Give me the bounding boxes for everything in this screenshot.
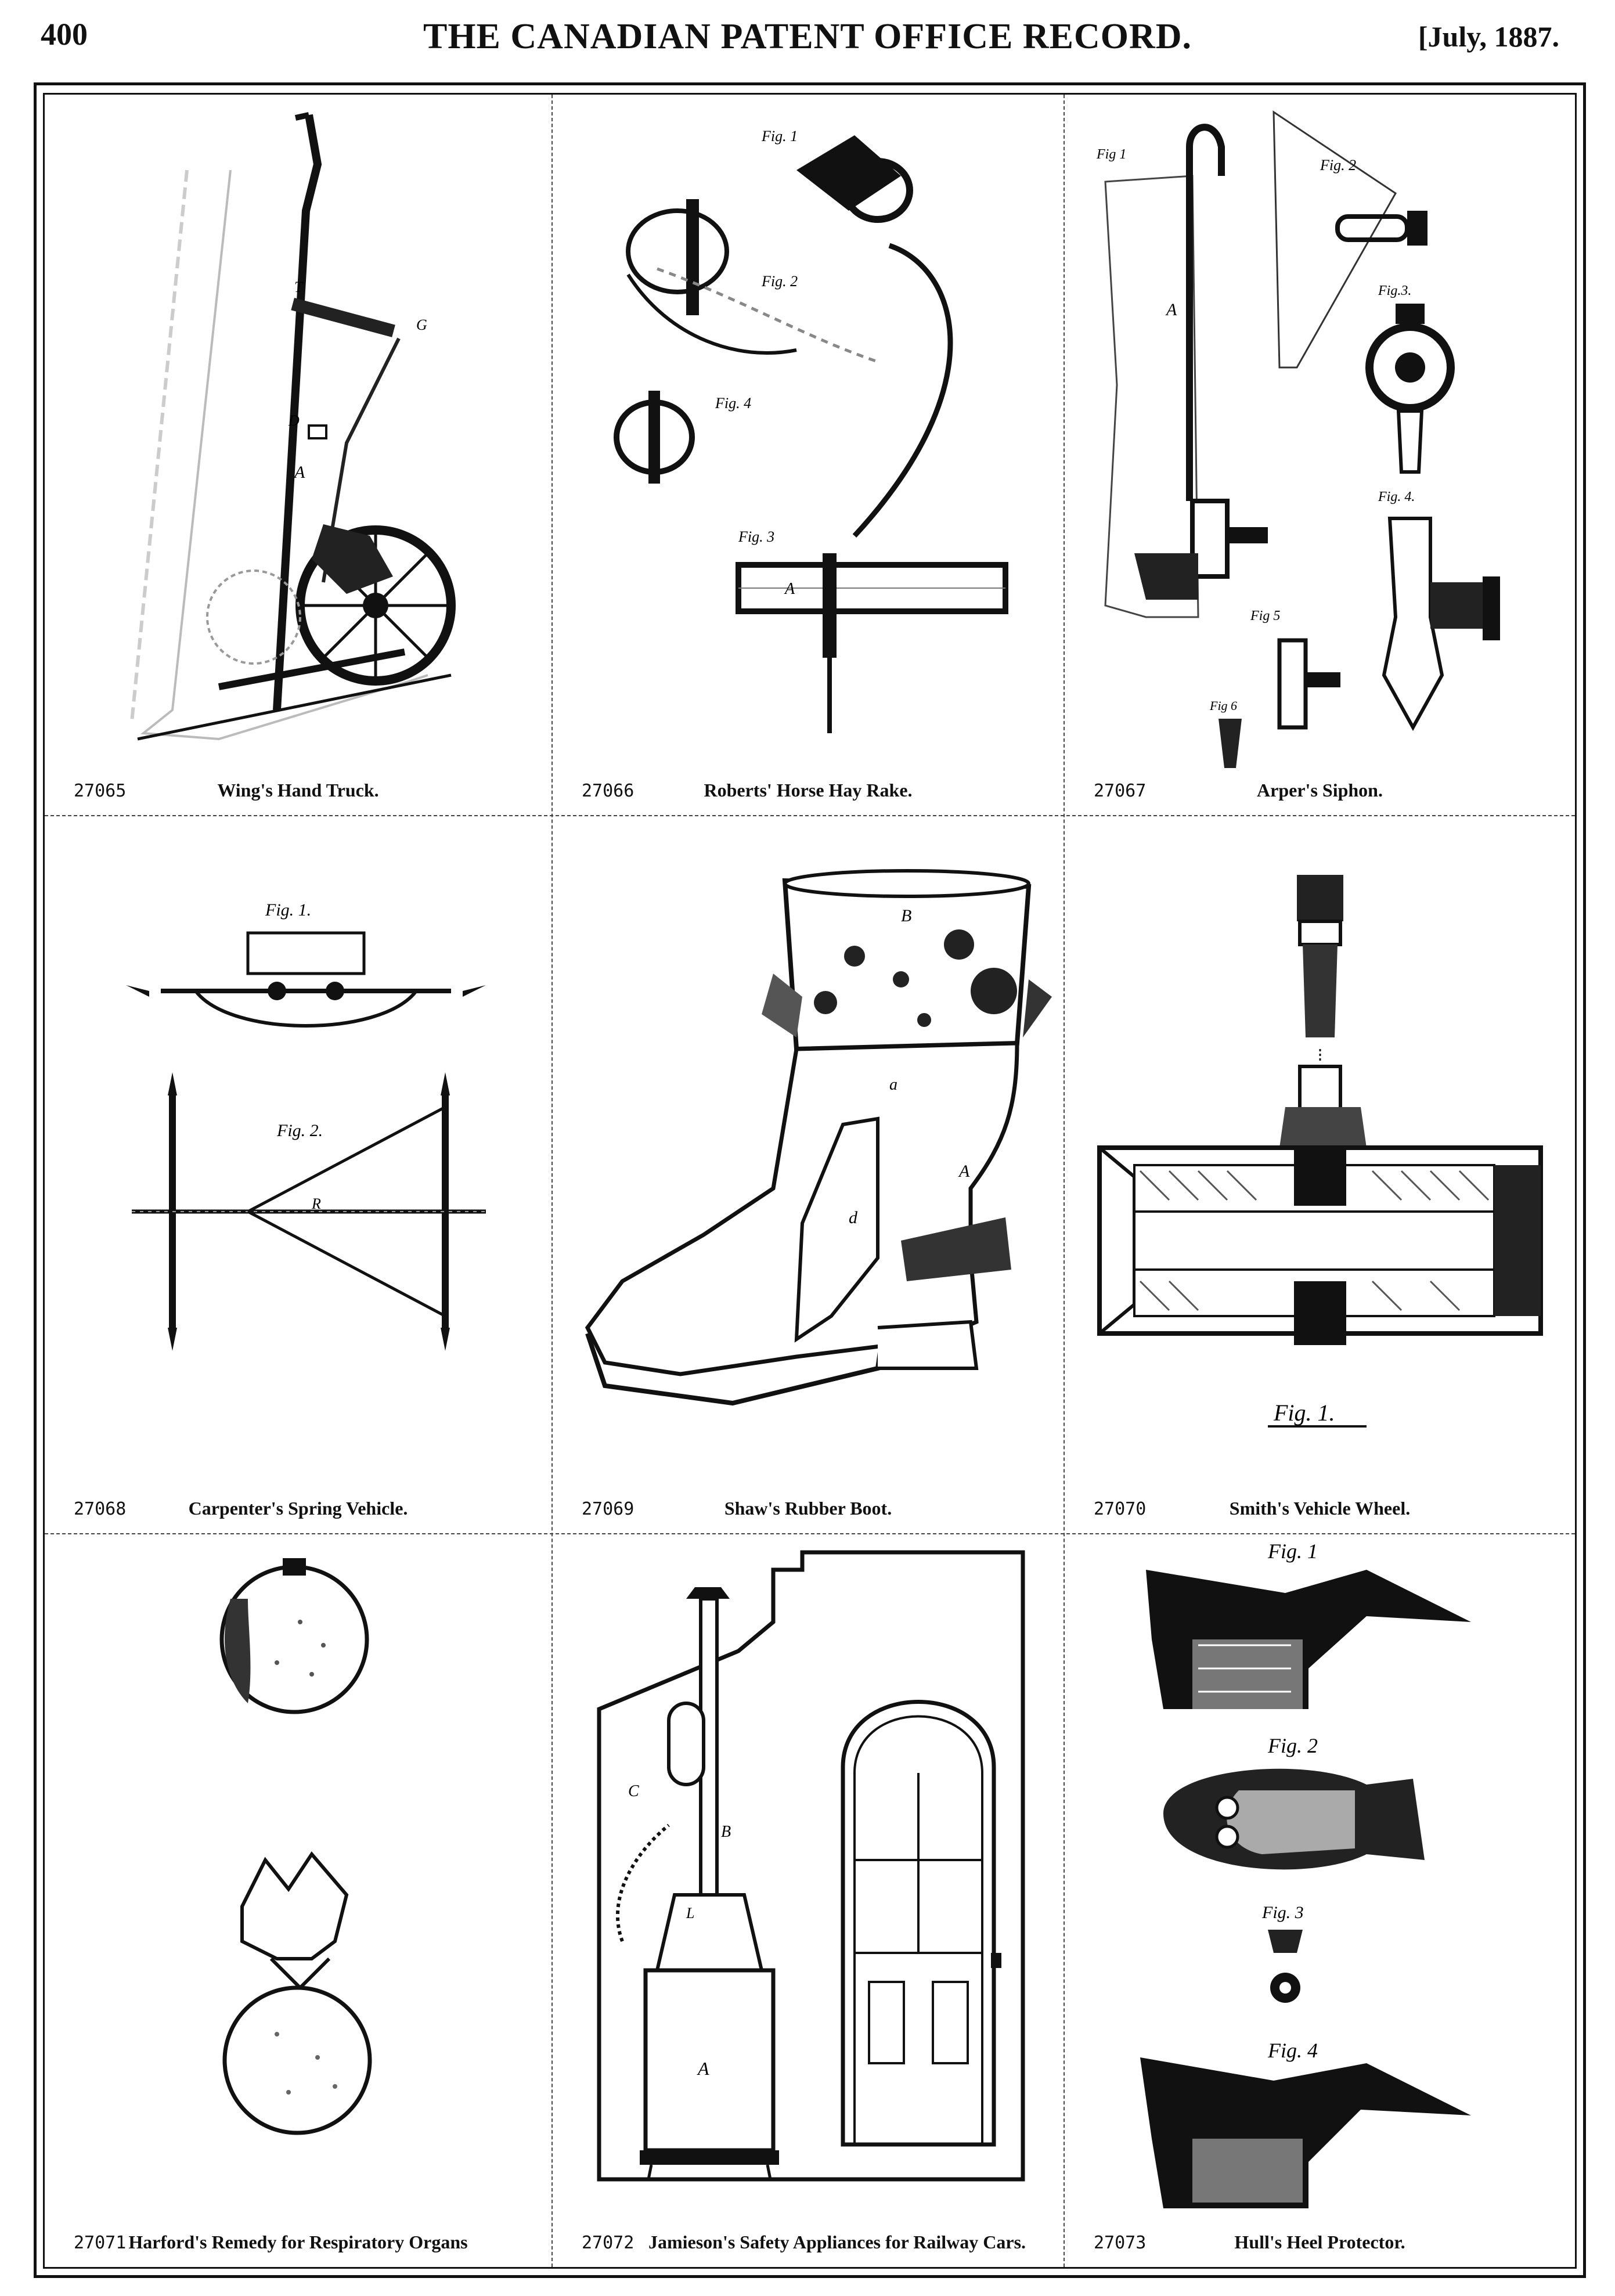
svg-text:A: A bbox=[1165, 300, 1177, 319]
figure-label: Fig 6 bbox=[1209, 698, 1237, 713]
figure-label: Fig.3. bbox=[1378, 283, 1411, 298]
figure-label: Fig. 4 bbox=[1267, 2039, 1318, 2062]
svg-text:d: d bbox=[849, 1208, 858, 1227]
patent-number: 27069 bbox=[582, 1499, 635, 1519]
figure-label: Fig. 1. bbox=[1273, 1400, 1335, 1426]
vehicle-wheel-illustration: Fig. 1. bbox=[1097, 875, 1543, 1428]
patent-cell-27070: Fig. 1. 27070 Smith's Vehicle Wheel. bbox=[1065, 817, 1575, 1533]
hay-rake-illustration: Fig. 1 Fig. 2 Fig. 4 Fig. 3 A bbox=[614, 128, 1008, 733]
respiratory-remedy-illustration bbox=[219, 1558, 372, 2135]
svg-text:A: A bbox=[697, 2058, 709, 2079]
figure-label: Fig. 4 bbox=[715, 395, 751, 412]
figure-label: Fig. 2 bbox=[1320, 157, 1356, 174]
svg-text:G: G bbox=[416, 316, 427, 333]
svg-text:L: L bbox=[686, 1905, 694, 1922]
caption: 27073 Hull's Heel Protector. bbox=[1065, 2229, 1575, 2257]
figure-label: Fig. 4. bbox=[1378, 489, 1415, 504]
svg-text:T: T bbox=[294, 279, 304, 295]
journal-title: THE CANADIAN PATENT OFFICE RECORD. bbox=[423, 17, 1192, 56]
svg-text:C: C bbox=[628, 1782, 639, 1800]
figure-label: Fig. 2 bbox=[1267, 1734, 1318, 1757]
patent-title: Wing's Hand Truck. bbox=[217, 780, 379, 801]
figure-label: Fig. 1. bbox=[265, 900, 311, 920]
column-divider bbox=[1064, 95, 1065, 2267]
figure-label: Fig. 3 bbox=[1261, 1903, 1304, 1922]
patent-title: Jamieson's Safety Appliances for Railway… bbox=[648, 2232, 1026, 2252]
railway-car-illustration: A B C L bbox=[597, 1550, 1025, 2182]
page-number: 400 bbox=[41, 17, 88, 52]
caption: 27065 Wing's Hand Truck. bbox=[45, 777, 551, 805]
caption: 27066 Roberts' Horse Hay Rake. bbox=[553, 777, 1064, 805]
svg-text:B: B bbox=[901, 906, 911, 925]
heel-protector-illustration: Fig. 1 Fig. 2 Fig. 3 Fig. 4 bbox=[1140, 1540, 1471, 2208]
svg-text:A: A bbox=[293, 463, 305, 482]
siphon-illustration: A Fig 1 Fig. 2 Fig.3. Fig. 4. Fig 5 Fig … bbox=[1096, 110, 1500, 768]
spring-vehicle-illustration: Fig. 1. Fig. 2. R bbox=[126, 900, 486, 1351]
patent-number: 27068 bbox=[74, 1499, 127, 1519]
issue-date: [July, 1887. bbox=[1418, 20, 1559, 53]
row-divider bbox=[45, 1533, 1575, 1534]
row-divider bbox=[45, 815, 1575, 816]
patent-title: Shaw's Rubber Boot. bbox=[724, 1498, 892, 1519]
patent-cell-27068: Fig. 1. Fig. 2. R 27068 Carpenter's Spri… bbox=[45, 817, 551, 1533]
patent-number: 27065 bbox=[74, 781, 127, 801]
patent-title: Carpenter's Spring Vehicle. bbox=[188, 1498, 408, 1519]
caption: 27069 Shaw's Rubber Boot. bbox=[553, 1495, 1064, 1523]
page-border-inner bbox=[43, 93, 1577, 2269]
svg-text:B: B bbox=[721, 1823, 731, 1841]
svg-text:A: A bbox=[958, 1162, 970, 1181]
rubber-boot-illustration: Ba Ad bbox=[585, 869, 1052, 1406]
patent-title: Smith's Vehicle Wheel. bbox=[1229, 1498, 1411, 1519]
patent-cell-27066: Fig. 1 Fig. 2 Fig. 4 Fig. 3 A 27066 Robe… bbox=[553, 95, 1064, 815]
figure-label: Fig 5 bbox=[1250, 608, 1280, 623]
patent-title: Roberts' Horse Hay Rake. bbox=[704, 780, 913, 801]
hand-truck-illustration: A T G D bbox=[130, 112, 456, 741]
patent-number: 27070 bbox=[1094, 1499, 1147, 1519]
figure-label: Fig 1 bbox=[1096, 147, 1126, 162]
patent-cell-27073: Fig. 1 Fig. 2 Fig. 3 Fig. 4 27073 Hull's… bbox=[1065, 1535, 1575, 2267]
patent-number: 27067 bbox=[1094, 781, 1147, 801]
patent-cell-27071: 27071 Harford's Remedy for Respiratory O… bbox=[45, 1535, 551, 2267]
figure-label: Fig. 3 bbox=[738, 528, 774, 545]
patent-title: Harford's Remedy for Respiratory Organs bbox=[128, 2232, 468, 2252]
caption: 27071 Harford's Remedy for Respiratory O… bbox=[45, 2229, 551, 2257]
caption: 27070 Smith's Vehicle Wheel. bbox=[1065, 1495, 1575, 1523]
figure-label: Fig. 1 bbox=[1267, 1540, 1318, 1563]
patent-cell-27065: A T G D 27065 Wing's Hand Truck. bbox=[45, 95, 551, 815]
figure-label: Fig. 2 bbox=[761, 273, 798, 290]
patent-number: 27072 bbox=[582, 2233, 635, 2253]
patent-title: Hull's Heel Protector. bbox=[1234, 2232, 1405, 2252]
svg-text:a: a bbox=[889, 1076, 897, 1094]
patent-number: 27066 bbox=[582, 781, 635, 801]
patent-number: 27071 bbox=[74, 2233, 127, 2253]
patent-title: Arper's Siphon. bbox=[1257, 780, 1383, 801]
figure-label: Fig. 1 bbox=[761, 128, 798, 145]
patent-cell-27067: A Fig 1 Fig. 2 Fig.3. Fig. 4. Fig 5 Fig … bbox=[1065, 95, 1575, 815]
patent-cell-27072: A B C L 27072 Jamieson's Safety Appliances… bbox=[553, 1535, 1064, 2267]
column-divider bbox=[551, 95, 553, 2267]
svg-text:R: R bbox=[311, 1195, 321, 1212]
page-header: 400 THE CANADIAN PATENT OFFICE RECORD. [… bbox=[0, 0, 1615, 75]
caption: 27067 Arper's Siphon. bbox=[1065, 777, 1575, 805]
patent-number: 27073 bbox=[1094, 2233, 1147, 2253]
svg-text:A: A bbox=[784, 580, 795, 598]
caption: 27068 Carpenter's Spring Vehicle. bbox=[45, 1495, 551, 1523]
svg-text:D: D bbox=[288, 412, 300, 429]
page-border-outer bbox=[34, 82, 1586, 2278]
caption: 27072 Jamieson's Safety Appliances for R… bbox=[553, 2204, 1064, 2257]
figure-label: Fig. 2. bbox=[276, 1121, 323, 1140]
